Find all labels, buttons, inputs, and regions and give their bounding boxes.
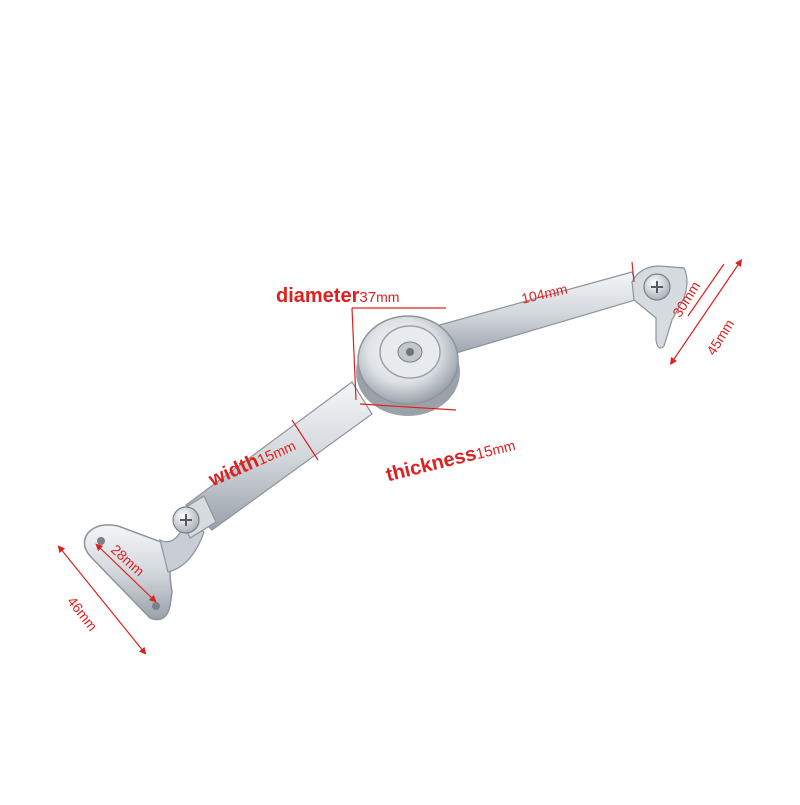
top-bracket-long-dimension xyxy=(669,259,743,365)
top-bracket-short-dimension xyxy=(687,263,725,317)
dimension-lines xyxy=(57,259,743,655)
plate-hole xyxy=(97,537,105,545)
thickness-dimension-line xyxy=(359,403,457,411)
upper-arm-extension xyxy=(631,261,635,283)
bottom-bracket-short-dimension xyxy=(95,543,157,603)
diameter-extension-left xyxy=(351,307,357,401)
phillips-screw-icon xyxy=(643,273,671,301)
plate-hole xyxy=(152,602,160,610)
upper-arm xyxy=(435,271,643,357)
diameter-value: 37 xyxy=(359,289,377,306)
phillips-screw-icon xyxy=(172,506,200,534)
hinge-hub-center-pin xyxy=(406,348,414,356)
diameter-label: diameter37mm xyxy=(276,286,399,306)
diameter-unit: mm xyxy=(376,289,400,305)
width-dimension-line xyxy=(291,419,319,461)
diameter-word: diameter xyxy=(276,285,360,307)
